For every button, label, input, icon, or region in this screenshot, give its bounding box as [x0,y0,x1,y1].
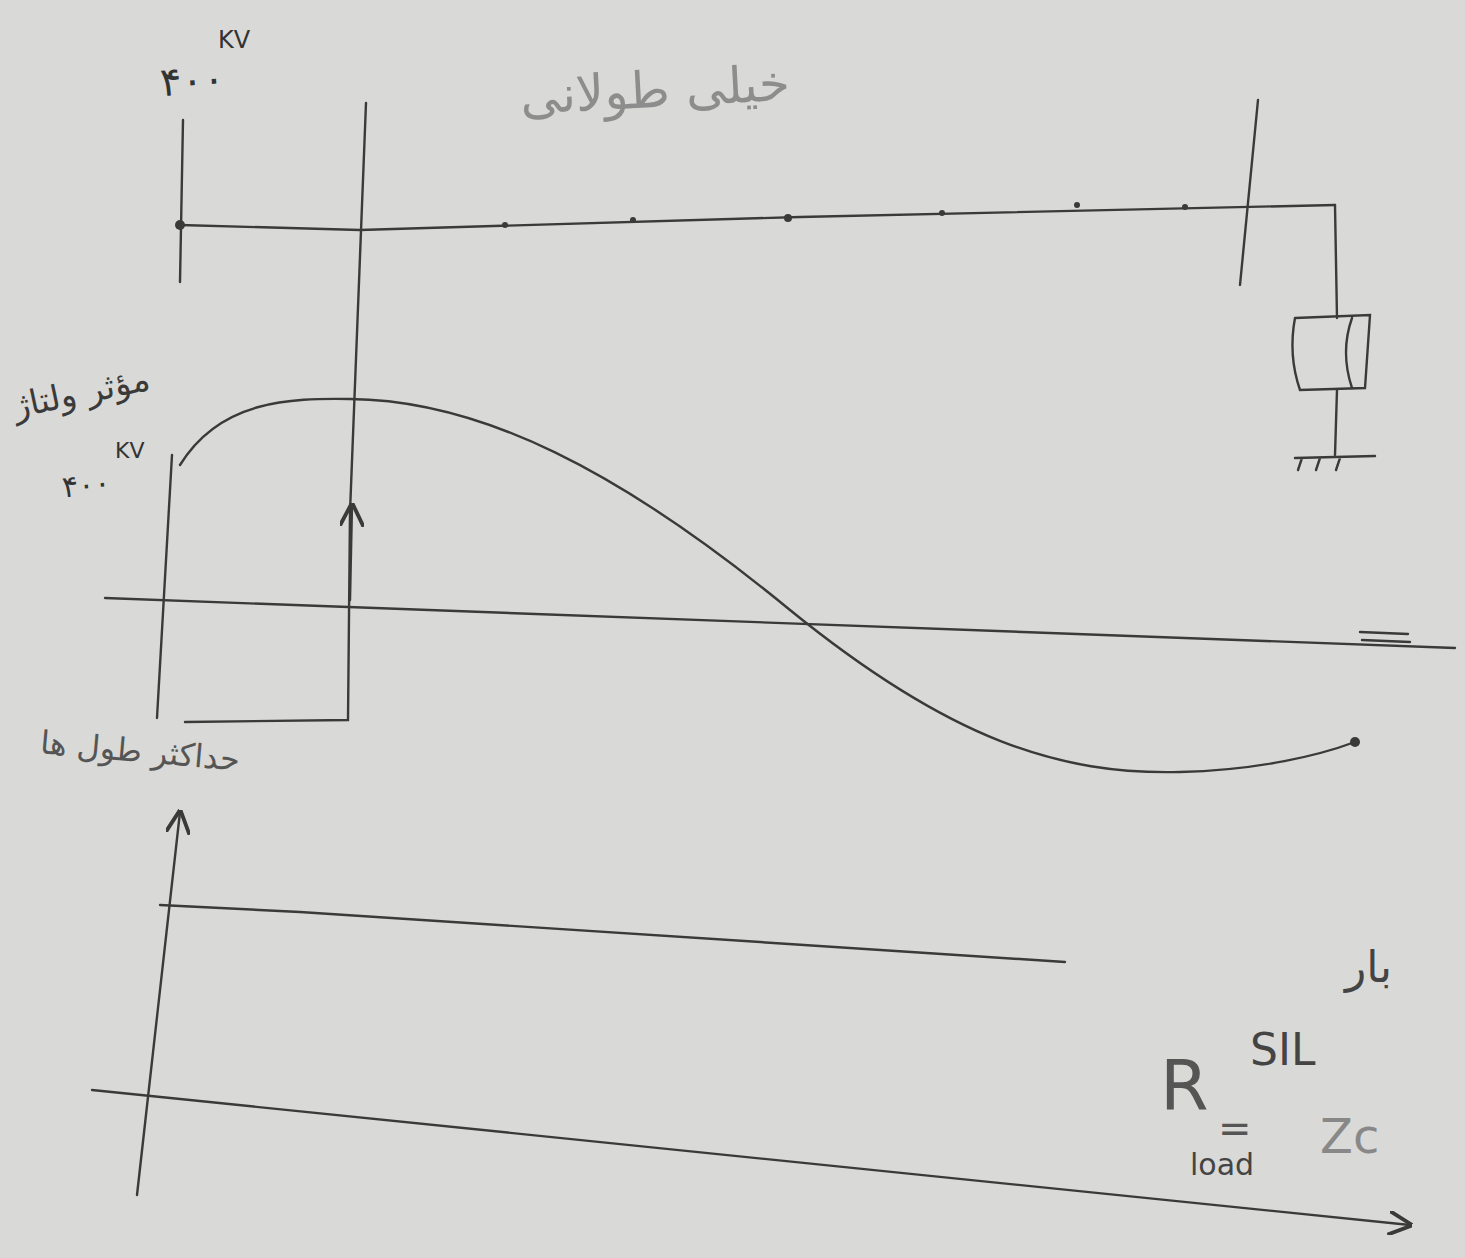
note-label: ۴۰۰ [159,58,226,102]
note-label: بار [1345,945,1392,989]
load-symbol-arc [1346,318,1352,388]
flat-profile [160,905,1065,962]
node-dot [175,220,185,230]
note-label: ۴۰۰ [61,468,112,503]
y-axis [137,812,180,1195]
node-dot [630,217,636,223]
note-label: Zc [1320,1112,1379,1160]
end-marker-line [1240,100,1258,285]
source-bus [180,120,183,282]
marker-line [350,103,366,512]
transmission-line [180,205,1335,230]
curve-end-dot [1350,737,1360,747]
ground-symbol [1295,456,1375,470]
node-dot [939,210,945,216]
note-label: R [1160,1050,1209,1120]
note-label: = [1218,1108,1252,1148]
note-label: KV [115,440,144,462]
note-label: SIL [1250,1028,1315,1072]
note-label: مؤثر ولتاژ [10,361,153,423]
load-lead [1335,390,1337,455]
note-label: KV [218,28,250,52]
bracket-arrow [350,505,352,600]
axis-line [105,598,1455,648]
bracket-line [157,455,172,718]
note-label: load [1190,1150,1254,1180]
node-dot [784,214,792,222]
voltage-curve [180,399,1355,772]
note-label: حداکثر طول ها [39,726,241,775]
load-lead [1335,205,1337,318]
load-symbol [1292,315,1370,390]
node-dot [502,222,508,228]
bracket [185,512,350,722]
node-dot [1074,202,1080,208]
axis-mark [1360,632,1410,642]
x-axis [92,1090,1410,1225]
note-label: خیلی طولانی [519,58,791,122]
node-dot [1182,204,1188,210]
